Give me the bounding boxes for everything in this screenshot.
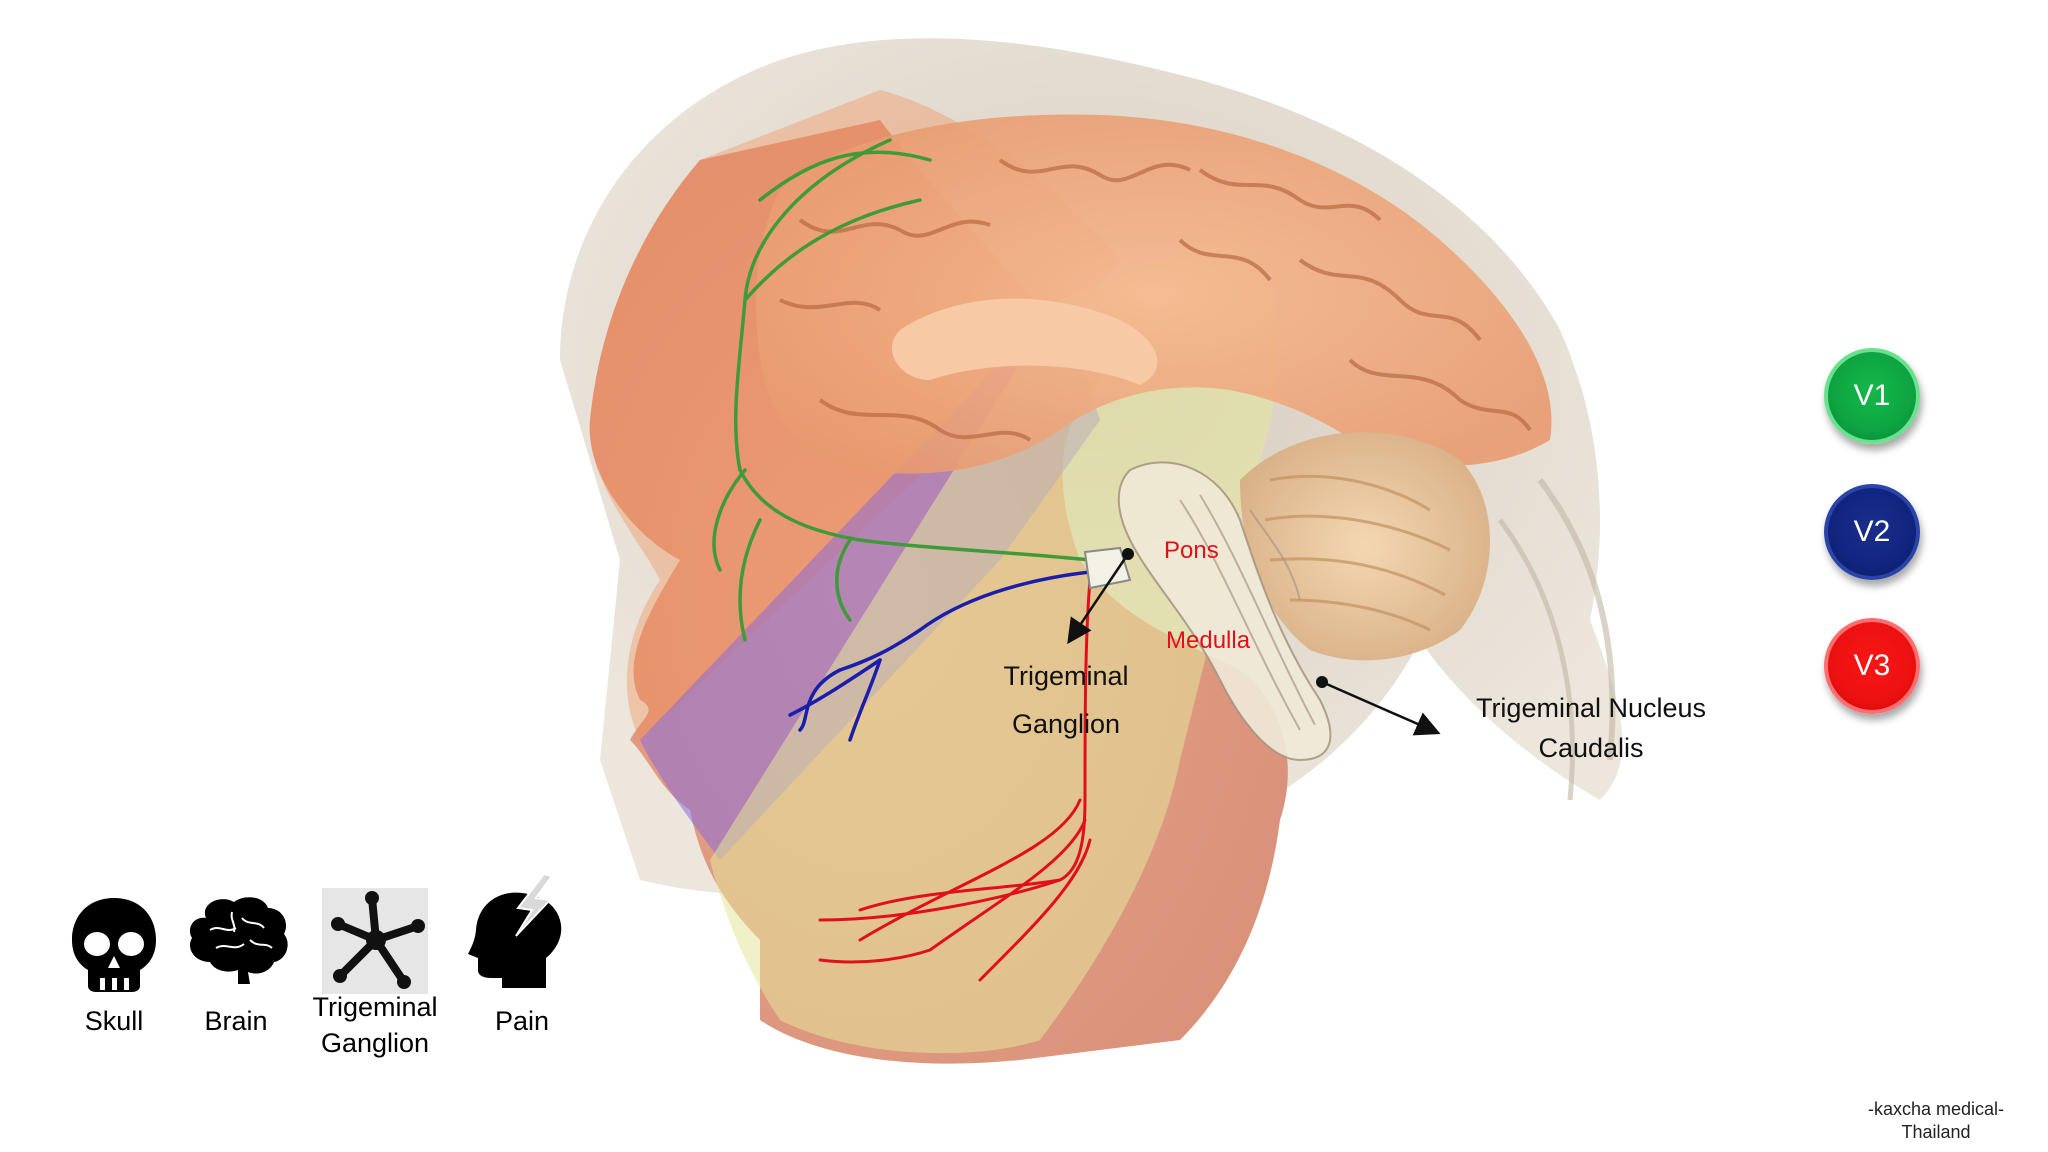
trigeminal-ganglion-icon-label-line2: Ganglion (320, 1028, 430, 1058)
v3-badge-label: V3 (1853, 649, 1891, 682)
brainstem (1117, 461, 1332, 762)
v2-badge: V2 (1824, 484, 1920, 580)
brain-icon (189, 897, 288, 984)
ganglion-bundle (1083, 546, 1132, 590)
skull-icon (72, 898, 156, 992)
v3-region (710, 230, 1278, 1054)
credit-line2: Thailand (1901, 1122, 1971, 1142)
brain-label: Brain (204, 1006, 268, 1036)
v1-badge: V1 (1824, 348, 1920, 444)
trigeminal-ganglion-label-line1: Trigeminal (1003, 661, 1128, 691)
trigeminal-ganglion-icon (322, 888, 428, 994)
nucleus-caudalis-label-line2: Caudalis (1538, 733, 1643, 763)
credit: -kaxcha medical- Thailand (1836, 1098, 2036, 1144)
trigeminal-ganglion-label-line2: Ganglion (1012, 709, 1120, 739)
v1-badge-label: V1 (1853, 379, 1891, 412)
v3-badge: V3 (1824, 618, 1920, 714)
v3-nerve (818, 578, 1092, 982)
v2-nerve (788, 570, 1092, 742)
v2-badge-label: V2 (1853, 515, 1891, 548)
ganglion-arrow (1067, 553, 1130, 645)
nucleus-caudalis-label-line1: Trigeminal Nucleus (1476, 693, 1706, 723)
nucleus-arrow (1321, 680, 1441, 736)
credit-line1: -kaxcha medical- (1867, 1099, 2005, 1119)
cerebellum (1240, 432, 1490, 661)
pons-label: Pons (1164, 537, 1219, 564)
pain-label: Pain (494, 1006, 550, 1036)
trigeminal-ganglion-icon-label-line1: Trigeminal (312, 992, 438, 1022)
skull-label: Skull (84, 1006, 144, 1036)
medulla-label: Medulla (1166, 627, 1251, 654)
brain-cerebrum (756, 114, 1552, 474)
pain-icon (468, 874, 562, 988)
v1-nerve (712, 138, 1092, 642)
